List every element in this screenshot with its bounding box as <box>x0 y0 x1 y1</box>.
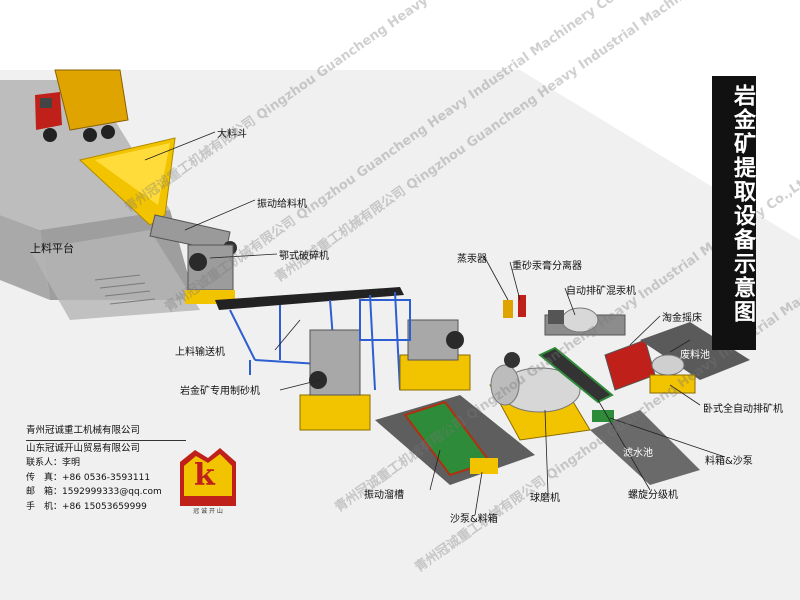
label-horizontal-discharger: 卧式全自动排矿机 <box>703 404 783 415</box>
contact-email: 邮 箱：1592999333@qq.com <box>26 487 162 497</box>
leader-lines <box>144 131 726 516</box>
platform-steps <box>94 274 156 305</box>
company-name-2: 山东冠诚开山贸易有限公司 <box>26 442 141 454</box>
big-hopper-inner <box>95 143 170 205</box>
sand-maker-right <box>399 319 471 391</box>
amalgamation-mixer <box>544 307 626 336</box>
platform-front <box>0 215 50 300</box>
contact-info: 青州冠诚重工机械有限公司 山东冠诚开山贸易有限公司 联系人：李明 传 真：+86… <box>26 424 186 514</box>
label-shaking-table: 淘金摇床 <box>662 313 702 324</box>
label-ball-mill: 球磨机 <box>530 493 560 504</box>
distribution-frame <box>359 299 411 341</box>
label-retort: 蒸汞器 <box>457 254 487 265</box>
label-jaw-crusher: 鄂式破碎机 <box>279 251 329 262</box>
sand-maker-left <box>299 329 371 431</box>
contact-divider <box>26 439 186 441</box>
page-title: 岩金矿提取设备示意图 <box>730 84 755 324</box>
label-spiral-classifier: 螺旋分级机 <box>628 490 678 501</box>
label-vibrating-feeder: 振动给料机 <box>257 199 307 210</box>
contact-person: 联系人：李明 <box>26 458 81 468</box>
sluice-box <box>470 458 498 474</box>
label-sand-maker: 岩金矿专用制砂机 <box>180 386 260 397</box>
platform-lower <box>30 230 200 320</box>
label-big-hopper: 大料斗 <box>217 129 247 140</box>
label-separator: 重砂汞膏分离器 <box>512 261 582 272</box>
label-settling-pool: 滤水池 <box>623 448 653 459</box>
logo-letter: k <box>194 458 215 493</box>
label-sand-pump-box: 沙泵&料箱 <box>450 514 498 525</box>
label-box-and-pump-right: 料箱&沙泵 <box>705 456 753 467</box>
spiral-classifier <box>538 346 614 404</box>
horizontal-discharger <box>649 354 696 394</box>
label-loading-platform: 上料平台 <box>30 242 74 255</box>
settling-pool <box>590 410 700 485</box>
title-panel: 岩金矿提取设备示意图 <box>712 76 756 350</box>
ball-mill <box>489 352 591 441</box>
pump-box-green <box>592 410 614 422</box>
company-name-1: 青州冠诚重工机械有限公司 <box>26 425 141 436</box>
company-logo-graphic <box>180 448 236 506</box>
logo-caption: 冠 诚 开 山 <box>193 508 223 515</box>
label-conveyor: 上料输送机 <box>175 347 225 358</box>
conveyor <box>215 287 404 391</box>
contact-fax: 传 真：+86 0536-3593111 <box>26 472 151 483</box>
retort-and-separator <box>503 295 526 318</box>
contact-mobile: 手 机：+86 15053659999 <box>26 501 147 512</box>
dump-truck <box>35 69 129 142</box>
label-mixer: 自动排矿混汞机 <box>566 286 636 297</box>
company-logo: k <box>178 446 238 512</box>
label-waste-pool: 废料池 <box>680 350 710 361</box>
waste-pool <box>640 322 750 380</box>
label-vibrating-sluice: 振动溜槽 <box>364 490 404 501</box>
